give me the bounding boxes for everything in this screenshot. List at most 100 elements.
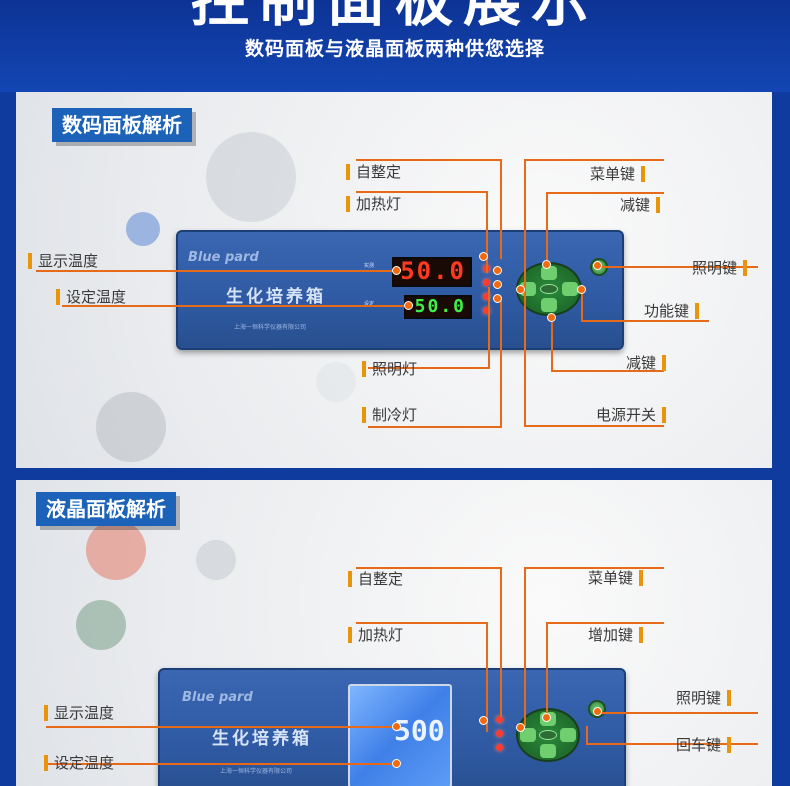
marker-dot (479, 716, 488, 725)
digital-panel-section: 数码面板解析 Blue pard 生化培养箱 上海一恒科学仪器有限公司 实测 5… (16, 92, 772, 468)
label-menu-key: 菜单键 (588, 569, 644, 588)
leader-line (356, 191, 488, 193)
label-bar-marker (44, 705, 48, 721)
minus-button[interactable] (541, 298, 557, 312)
label-light-key: 照明键 (676, 689, 732, 708)
lcd-screen: 500 (348, 684, 452, 786)
label-bar-marker (346, 164, 350, 180)
label-text: 减键 (620, 196, 651, 214)
leader-line (36, 270, 398, 272)
section-tab-digital: 数码面板解析 (52, 108, 192, 142)
label-heating-light: 加热灯 (348, 626, 403, 645)
center-button[interactable] (539, 730, 557, 740)
label-light-key: 照明键 (692, 259, 748, 278)
label-bar-marker (56, 289, 60, 305)
label-text: 加热灯 (356, 195, 402, 213)
label-text: 制冷灯 (372, 406, 418, 424)
marker-dot (392, 759, 401, 768)
label-text: 增加键 (588, 626, 634, 644)
page-title: 控制面板展示 (190, 0, 599, 34)
leader-line (586, 726, 588, 743)
label-text: 照明灯 (372, 360, 418, 378)
label-minus-key-bottom: 减键 (626, 354, 667, 373)
label-cooling-light: 制冷灯 (362, 406, 417, 425)
leader-line (546, 192, 548, 264)
leader-line (524, 159, 526, 425)
label-bar-marker (348, 627, 352, 643)
led-heating (483, 279, 490, 286)
marker-dot (493, 294, 502, 303)
molecule-decoration (196, 540, 236, 580)
marker-dot (593, 707, 602, 716)
left-button[interactable] (520, 728, 536, 742)
label-bar-marker (348, 571, 352, 587)
leader-line (500, 297, 502, 428)
brand-logo: Blue pard (188, 250, 259, 265)
label-text: 加热灯 (358, 626, 404, 644)
label-bar-marker (639, 627, 644, 643)
leader-line (356, 159, 502, 161)
marker-dot (493, 266, 502, 275)
leader-line (62, 305, 410, 307)
label-bar-marker (695, 303, 700, 319)
molecule-decoration (316, 362, 356, 402)
label-bar-marker (662, 355, 667, 371)
leader-line (581, 292, 583, 320)
plus-button[interactable] (540, 744, 556, 758)
label-text: 减键 (626, 354, 657, 372)
section-tab-lcd: 液晶面板解析 (36, 492, 176, 526)
manufacturer-text: 上海一恒科学仪器有限公司 (234, 324, 307, 331)
label-heating-light: 加热灯 (346, 195, 401, 214)
leader-line (551, 370, 664, 372)
marker-dot (404, 301, 413, 310)
led-lighting (496, 744, 503, 751)
label-bar-marker (641, 166, 646, 182)
display-tag: 实测 (364, 263, 375, 269)
center-button[interactable] (540, 284, 558, 294)
marker-dot (577, 285, 586, 294)
label-menu-key: 菜单键 (590, 165, 646, 184)
label-auto-tune: 自整定 (348, 570, 403, 589)
label-function-key: 功能键 (644, 302, 700, 321)
marker-dot (516, 285, 525, 294)
label-text: 显示温度 (54, 704, 115, 722)
label-text: 照明键 (692, 259, 738, 277)
leader-line (546, 622, 548, 718)
leader-line (46, 763, 400, 765)
menu-button[interactable] (541, 266, 557, 280)
leader-line (524, 425, 664, 427)
label-text: 设定温度 (66, 288, 127, 306)
lcd-display-temperature: 500 (394, 714, 445, 747)
molecule-decoration (96, 392, 166, 462)
molecule-decoration (126, 212, 160, 246)
leader-line (524, 567, 664, 569)
molecule-decoration (206, 132, 296, 222)
leader-line (586, 743, 758, 745)
label-text: 回车键 (676, 736, 722, 754)
marker-dot (542, 713, 551, 722)
label-bar-marker (727, 737, 732, 753)
leader-line (546, 622, 664, 624)
leader-line (581, 320, 709, 322)
leader-line (524, 159, 664, 161)
manufacturer-text: 上海一恒科学仪器有限公司 (220, 768, 293, 775)
label-bar-marker (28, 253, 32, 269)
label-display-temperature: 显示温度 (28, 252, 98, 271)
label-text: 菜单键 (588, 569, 634, 587)
page-subtitle: 数码面板与液晶面板两种供您选择 (244, 38, 545, 60)
marker-dot (547, 313, 556, 322)
leader-line (368, 426, 502, 428)
set-tag: 设定 (364, 301, 375, 307)
led-auto-tune (496, 716, 503, 723)
function-button[interactable] (562, 282, 578, 296)
enter-button[interactable] (560, 728, 576, 742)
label-text: 菜单键 (590, 165, 636, 183)
page-header: 控制面板展示 数码面板与液晶面板两种供您选择 (0, 0, 790, 92)
leader-line (546, 192, 664, 194)
lcd-panel-section: 液晶面板解析 Blue pard 生化培养箱 上海一恒科学仪器有限公司 500 (16, 480, 772, 786)
label-bar-marker (743, 260, 748, 276)
brand-logo: Blue pard (182, 690, 253, 705)
label-lighting-light: 照明灯 (362, 360, 417, 379)
leader-line (486, 622, 488, 732)
label-text: 电源开关 (596, 406, 657, 424)
